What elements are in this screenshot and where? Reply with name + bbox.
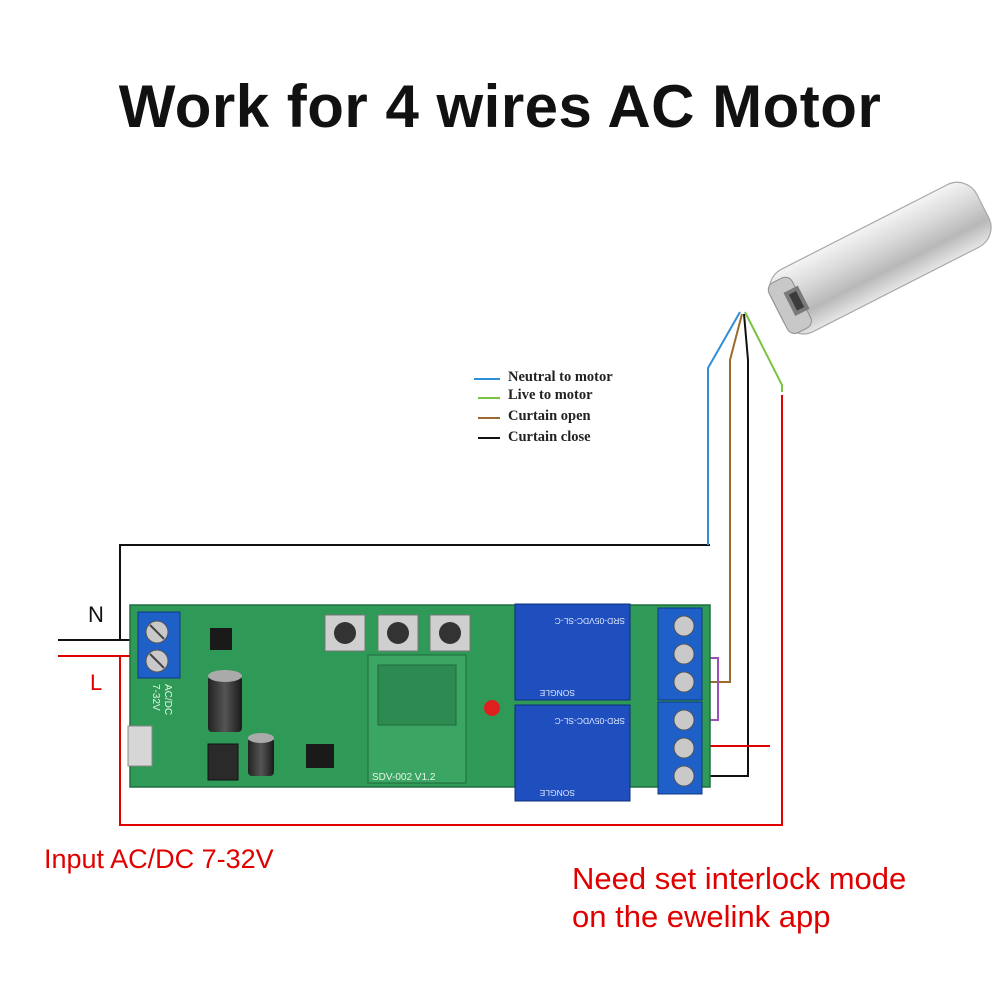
wifi-module — [367, 654, 467, 784]
l-label: L — [90, 670, 102, 695]
legend-item-live: Live to motor — [478, 387, 593, 403]
wire-legend: Neutral to motor Live to motor Curtain o… — [474, 369, 613, 445]
svg-text:Curtain close: Curtain close — [508, 429, 591, 445]
regulator-chip — [210, 628, 232, 650]
ldo-chip — [306, 744, 334, 768]
capacitor-small — [248, 733, 274, 776]
input-silk-label: AC/DC — [162, 684, 173, 715]
input-voltage-silk: 7-32V — [150, 684, 161, 711]
relay-board: AC/DC 7-32V — [127, 603, 711, 802]
button-2 — [377, 614, 419, 652]
diagram-title: Work for 4 wires AC Motor — [118, 73, 882, 140]
wire-live-green — [744, 311, 783, 392]
legend-item-close: Curtain close — [478, 429, 591, 445]
curtain-motor — [767, 181, 992, 335]
n-label: N — [88, 602, 104, 627]
legend-item-neutral: Neutral to motor — [474, 369, 613, 385]
status-led — [484, 700, 500, 716]
relay-2-model: SRD-05VDC-SL-C — [555, 716, 625, 726]
wire-live-red — [119, 395, 783, 826]
input-voltage-caption: Input AC/DC 7-32V — [44, 844, 274, 874]
version-silk: SDV-002 V1.2 — [372, 772, 436, 783]
button-1 — [324, 614, 366, 652]
input-terminal-block — [137, 611, 181, 679]
interlock-caption-line1: Need set interlock mode — [572, 861, 907, 896]
relay-1: SONGLE SRD-05VDC-SL-C — [514, 603, 631, 701]
svg-text:Curtain open: Curtain open — [508, 408, 591, 424]
button-3 — [429, 614, 471, 652]
legend-item-open: Curtain open — [478, 408, 591, 424]
svg-text:Neutral to motor: Neutral to motor — [508, 369, 613, 385]
interlock-caption: Need set interlock mode on the ewelink a… — [572, 860, 992, 936]
interlock-caption-line2: on the ewelink app — [572, 899, 831, 934]
relay-1-brand: SONGLE — [539, 688, 575, 698]
micro-usb-port — [127, 725, 153, 767]
wire-neutral-black — [119, 544, 710, 640]
capacitor-large — [208, 670, 242, 732]
output-terminal-block-top — [657, 607, 703, 701]
inductor — [207, 743, 239, 781]
relay-2-brand: SONGLE — [539, 788, 575, 798]
relay-1-model: SRD-05VDC-SL-C — [555, 616, 625, 626]
svg-text:Live to motor: Live to motor — [508, 387, 593, 403]
output-terminal-block-bottom — [657, 701, 703, 795]
wire-curtain-close — [690, 313, 749, 777]
wire-neutral-blue — [707, 311, 741, 545]
relay-2: SONGLE SRD-05VDC-SL-C — [514, 704, 631, 802]
